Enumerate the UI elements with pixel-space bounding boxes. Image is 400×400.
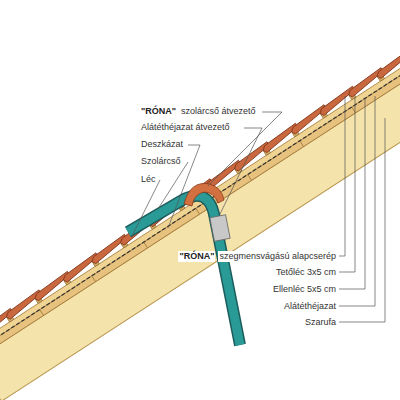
leader-line — [339, 98, 365, 289]
board-joint — [92, 276, 96, 282]
callout-label: Deszkázat — [140, 139, 184, 150]
callout-label: Ellenléc 5x5 cm — [272, 284, 337, 295]
underlay — [0, 66, 400, 355]
battens — [7, 56, 400, 322]
part-name: Alátéthéjazat átvezető — [140, 122, 231, 133]
part-name: szolárcső átvezető — [180, 106, 257, 117]
leader-line — [220, 128, 262, 214]
board-joint — [144, 242, 148, 248]
callout-label: Alátéthéjazat átvezető — [140, 122, 231, 133]
leader-lines — [132, 96, 385, 322]
part-name: Tetőléc 3x5 cm — [275, 267, 337, 278]
underlay-passage — [210, 215, 230, 242]
roof-section — [0, 49, 400, 400]
board-joint — [248, 175, 252, 181]
callout-label: Szolárcső — [140, 156, 182, 167]
callout-label: Tetőléc 3x5 cm — [275, 267, 337, 278]
part-name: "RÓNA" — [178, 251, 215, 262]
roof-tile — [374, 49, 400, 79]
callout-label: "RÓNA"szolárcső átvezető — [140, 106, 257, 117]
board-joint — [196, 208, 200, 214]
part-name: szegmensvágású alapcserép — [218, 251, 337, 262]
pipe-collar — [184, 183, 224, 206]
leader-line — [339, 97, 355, 272]
leader-line — [158, 162, 188, 209]
callout-label: Szarufa — [304, 317, 337, 328]
callout-label: "RÓNA"szegmensvágású alapcserép — [178, 251, 337, 262]
leader-line — [132, 180, 160, 236]
part-name: Léc — [140, 174, 157, 185]
part-name: Deszkázat — [140, 139, 184, 150]
leader-line — [339, 96, 375, 306]
part-name: Szarufa — [304, 317, 337, 328]
part-name: Alátéthéjazat — [283, 301, 337, 312]
board-joint — [300, 141, 304, 147]
callout-label: Alátéthéjazat — [283, 301, 337, 312]
callout-label: Léc — [140, 174, 157, 185]
leader-line — [339, 96, 345, 256]
leader-line — [339, 118, 385, 322]
part-name: Szolárcső — [140, 156, 182, 167]
part-name: Ellenléc 5x5 cm — [272, 284, 337, 295]
solar-pipe — [128, 196, 240, 345]
part-name: "RÓNA" — [140, 106, 177, 117]
counter-batten — [0, 61, 400, 355]
solar-pipe-outline — [128, 196, 240, 345]
board-joint — [40, 310, 44, 316]
